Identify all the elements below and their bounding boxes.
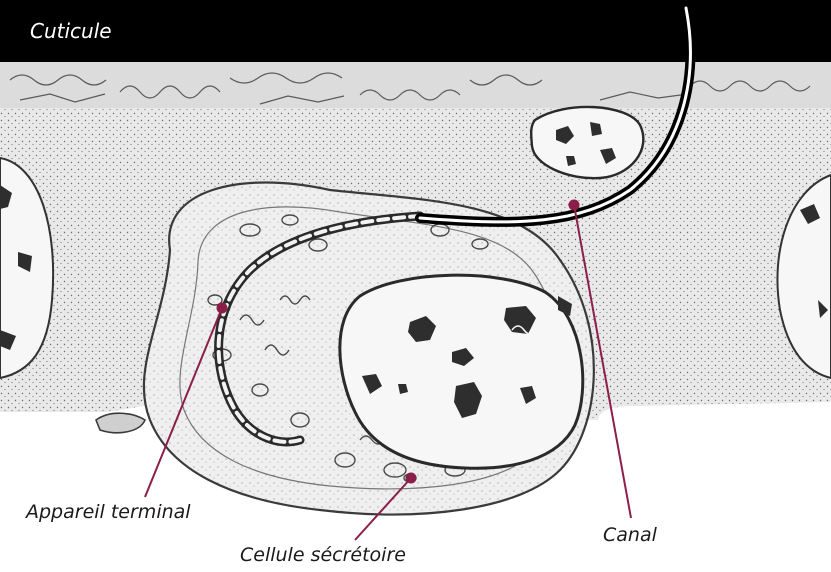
secretory-cell-nucleus (340, 275, 583, 468)
leader-canal-dot (570, 201, 579, 210)
fibrous-layer (0, 62, 831, 108)
leader-appareil-terminal-dot (218, 304, 227, 313)
label-canal: Canal (603, 526, 657, 545)
label-appareil-terminal: Appareil terminal (26, 503, 191, 522)
upper-small-nucleus (531, 107, 643, 178)
label-cellule-secretoire: Cellule sécrétoire (240, 546, 406, 565)
label-cuticule: Cuticule (30, 21, 112, 41)
cuticle-band (0, 0, 831, 62)
leader-cellule-secretoire-dot (407, 474, 416, 483)
